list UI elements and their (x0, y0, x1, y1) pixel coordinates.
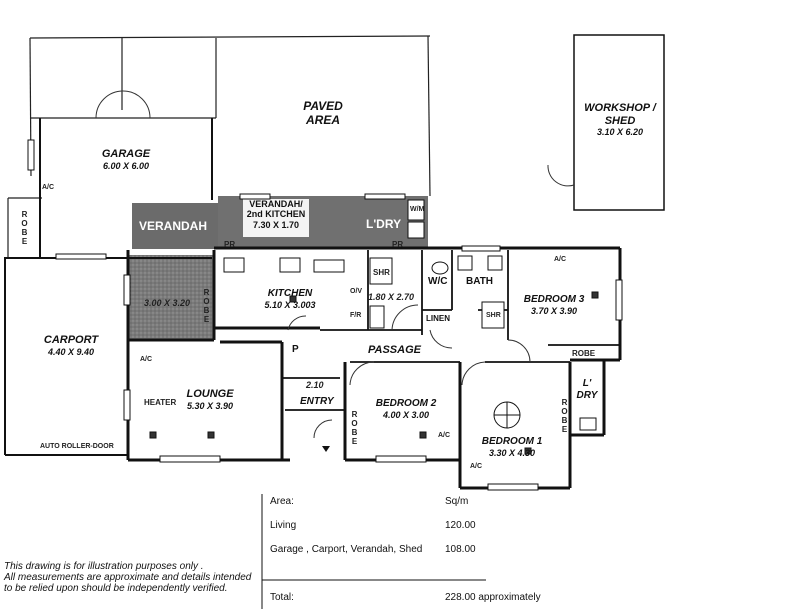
garage-label: GARAGE 6.00 X 6.00 (86, 148, 166, 171)
verandah-kitchen-label: VERANDAH/ 2nd KITCHEN 7.30 X 1.70 (242, 199, 310, 230)
carport-walls (4, 258, 128, 456)
interior-walls (282, 250, 620, 411)
garage-size: 6.00 X 6.00 (102, 160, 150, 171)
garage-name: GARAGE (101, 148, 151, 160)
carport-name: CARPORT (43, 334, 99, 346)
auto-roller-door-label: AUTO ROLLER-DOOR (40, 443, 114, 450)
area-header-label: Area: (270, 496, 294, 507)
pantry-label: P (292, 344, 299, 355)
paved-line1: PAVED (303, 99, 343, 113)
carport-label: CARPORT 4.40 X 9.40 (26, 334, 116, 357)
ac-bedroom3: A/C (554, 256, 567, 263)
verandah-kitchen-inner (243, 199, 309, 237)
lounge-label: LOUNGE 5.30 X 3.90 (170, 388, 250, 411)
area-header-unit: Sq/m (445, 496, 469, 507)
robe-bedroom2: ROBE (351, 410, 358, 446)
bedroom1-size: 3.30 X 4.30 (488, 447, 536, 458)
lounge-name: LOUNGE (186, 388, 234, 400)
workshop-size: 3.10 X 6.20 (596, 127, 644, 138)
laundry2-line2: DRY (576, 389, 598, 401)
bedroom3-size: 3.70 X 3.90 (530, 305, 578, 316)
area-row-garage-value: 108.00 (445, 544, 476, 555)
ceiling-fan-icon (493, 401, 521, 429)
laundry-label: L'DRY (366, 217, 402, 231)
passage-label: PASSAGE (368, 344, 421, 356)
area-total-value: 228.00 approximately (445, 592, 541, 603)
carport-size: 4.40 X 9.40 (47, 346, 95, 357)
area-row-living-value: 120.00 (445, 520, 476, 531)
entry-label: ENTRY (300, 396, 334, 407)
paved-label: PAVED AREA (298, 99, 348, 128)
workshop-door-swing (547, 164, 575, 187)
area-table-lines (261, 494, 486, 609)
workshop-outline (573, 34, 665, 211)
bath-label: BATH (466, 276, 494, 287)
pr-left: PR (224, 240, 236, 249)
ac-garage: A/C (42, 184, 55, 191)
wc-label: W/C (428, 276, 448, 287)
ov-label: O/V (350, 288, 363, 295)
sunroom-fill (128, 255, 214, 339)
disclaimer-line1: This drawing is for illustration purpose… (4, 561, 204, 572)
sunroom-size: 3.00 X 3.20 (144, 298, 191, 308)
robe-bedroom1: ROBE (561, 398, 568, 434)
bath-shower-label: SHR (486, 312, 501, 319)
robe-garage: ROBE (21, 210, 28, 246)
garage-walls (4, 118, 213, 259)
verandah-left-label: VERANDAH (139, 219, 208, 233)
robe-sunroom: ROBE (203, 288, 210, 324)
shower-label: SHR (373, 268, 390, 277)
disclaimer-line2: All measurements are approximate and det… (4, 572, 252, 583)
verandah-kitchen-size: 7.30 X 1.70 (252, 219, 300, 230)
bedroom2-label: BEDROOM 2 4.00 X 3.00 (366, 398, 446, 420)
workshop-label: WORKSHOP / SHED 3.10 X 6.20 (574, 102, 666, 138)
laundry2-line1: L' (582, 378, 592, 389)
kitchen-name: KITCHEN (267, 288, 313, 299)
bedroom2-name: BEDROOM 2 (375, 398, 437, 409)
bedroom2-size: 4.00 X 3.00 (382, 409, 430, 420)
heater-label: HEATER (144, 398, 177, 407)
pr-right: PR (392, 240, 404, 249)
workshop-line1: WORKSHOP / (584, 102, 656, 114)
ac-bedroom2: A/C (438, 432, 451, 439)
disclaimer-line3: to be relied upon should be independentl… (4, 583, 228, 594)
kitchen-size: 5.10 X 3.003 (264, 299, 316, 310)
paved-line2: AREA (305, 112, 340, 127)
bedroom3-name: BEDROOM 3 (523, 294, 585, 305)
workshop-line2: SHED (604, 114, 636, 127)
laundry2-label: L' DRY (574, 378, 600, 401)
shower-size: 1.80 X 2.70 (368, 292, 415, 302)
windows (27, 139, 623, 491)
ac-bedroom1: A/C (470, 463, 483, 470)
robe-bedroom3: ROBE (572, 349, 596, 358)
bedroom1-label: BEDROOM 1 3.30 X 4.30 (472, 436, 552, 458)
bedroom3-label: BEDROOM 3 3.70 X 3.90 (514, 294, 594, 316)
wm-label: W/M (410, 206, 425, 213)
lounge-size: 5.30 X 3.90 (186, 400, 234, 411)
area-row-living-label: Living (270, 520, 297, 531)
verandah-left-fill (132, 203, 218, 249)
fr-label: F/R (350, 312, 362, 319)
bedroom1-name: BEDROOM 1 (481, 436, 543, 447)
area-total-label: Total: (270, 592, 294, 603)
garage-door-swing (95, 90, 151, 119)
fixtures (149, 199, 599, 455)
entry-arrow-icon (322, 446, 330, 452)
linen-label: LINEN (426, 314, 450, 323)
verandah-kitchen-line1: VERANDAH/ (249, 199, 303, 209)
verandah-kitchen-line2: 2nd KITCHEN (246, 209, 306, 220)
disclaimer: This drawing is for illustration purpose… (4, 561, 251, 594)
door-swings (287, 304, 531, 439)
ac-lounge: A/C (140, 356, 153, 363)
kitchen-label: KITCHEN 5.10 X 3.003 (250, 288, 330, 310)
area-row-garage-label: Garage , Carport, Verandah, Shed (270, 544, 423, 555)
entry-width: 2.10 (306, 380, 324, 390)
